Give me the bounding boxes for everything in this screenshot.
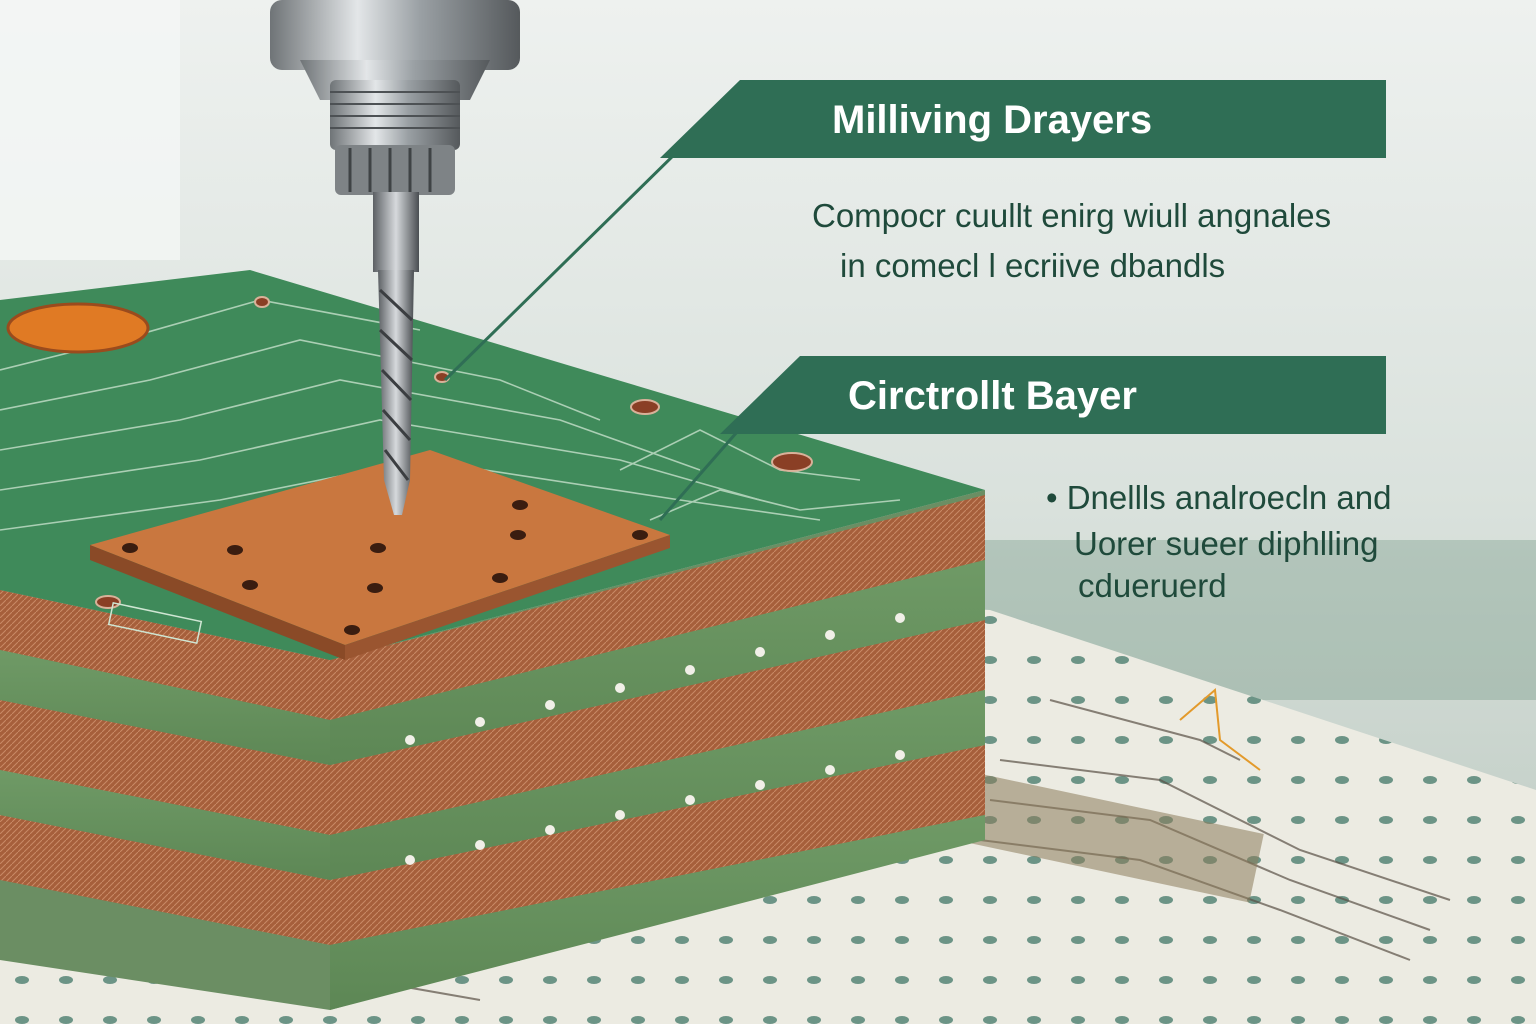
spindle-housing [270,0,520,70]
callout-1-line-1: Compocr cuullt enirg wiull angnales [812,197,1332,234]
copper-layer-front-1 [0,590,330,720]
silkscreen-label [107,601,203,645]
pcb-top-holes [95,296,813,609]
green-layer-front-1 [0,650,330,765]
callout-1-line-2: in comecl l ecriive dbandls [840,247,1226,284]
copper-layer-front-2 [0,700,330,835]
green-layer-right-2 [330,690,985,880]
orange-pad [6,302,150,354]
copper-pad-holes [122,500,648,635]
drill-shank [373,192,419,272]
pcb-top-traces [0,299,901,531]
callout-2-title: Circtrollt Bayer [848,374,1137,418]
callout-banner-1 [660,80,1386,158]
fabric-strip [955,771,1264,903]
collet-nut [335,145,455,195]
callout-banner-2 [720,356,1386,434]
callout-2-line-3: cdueruerd [1078,567,1227,604]
green-layer-front-2 [0,770,330,880]
callout-1-title: Milliving Drayers [832,98,1153,142]
collet-threads [330,91,460,129]
copper-pad-edge-right [345,535,670,660]
callout-2-line-2: Uorer sueer diphlling [1074,525,1379,562]
drill-flutes [378,288,414,481]
copper-pad-edge [90,545,345,660]
via-dots [405,613,905,865]
callout-2-line-1: • Dnellls analroecln and [1046,479,1392,516]
collet-nut-ridges [348,148,432,192]
copper-layer-right-3 [330,745,985,945]
copper-layer-right-1 [330,495,985,720]
copper-layer-front-3 [0,815,330,945]
copper-layer-right-2 [330,620,985,835]
orange-trace [1179,687,1261,771]
green-layer-right-1 [330,560,985,765]
green-layer-right-3 [330,815,985,1010]
window-blur [0,0,180,260]
